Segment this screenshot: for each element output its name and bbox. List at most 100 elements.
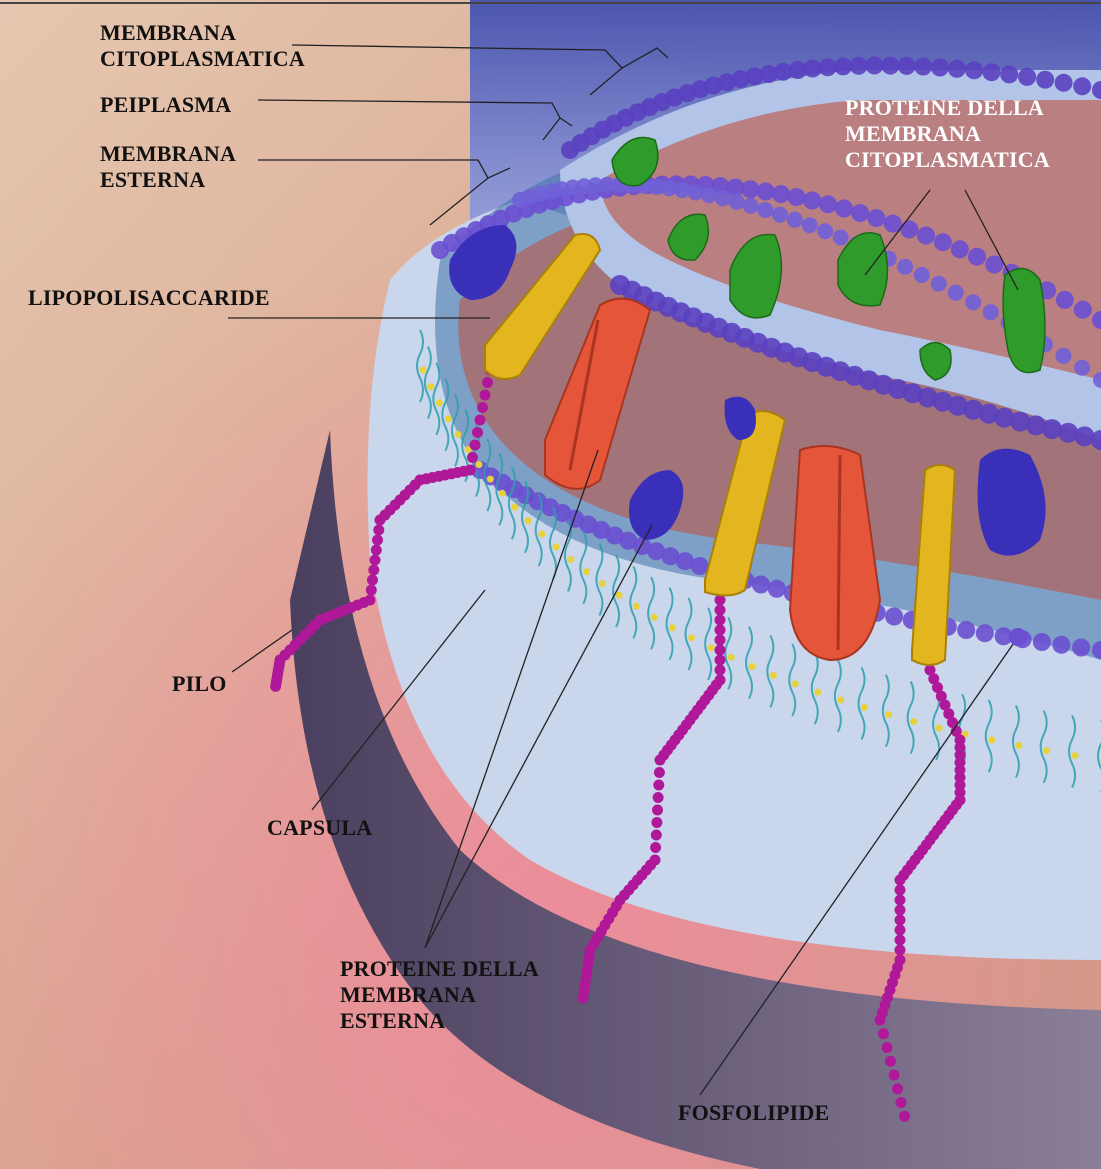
lps-sugar [524, 517, 531, 524]
pilus-bead [370, 555, 381, 566]
phospholipid-head [951, 240, 969, 258]
pilus-bead [653, 792, 664, 803]
pilus-bead [895, 895, 906, 906]
phospholipid-head [931, 59, 949, 77]
phospholipid-head [802, 217, 818, 233]
pilus-bead [895, 875, 906, 886]
lps-sugar [1072, 752, 1079, 759]
lps-sugar [885, 711, 892, 718]
pilus-bead [375, 515, 386, 526]
lps-sugar [936, 725, 943, 732]
phospholipid-head [834, 57, 852, 75]
phospholipid-head [752, 576, 770, 594]
lps-sugar [475, 461, 482, 468]
phospholipid-head [757, 183, 775, 201]
phospholipid-head [914, 267, 930, 283]
pilus-bead [715, 665, 726, 676]
pilus-bead [475, 415, 486, 426]
pilus-bead [885, 1056, 896, 1067]
lps-sugar [708, 644, 715, 651]
phospholipid-head [976, 624, 994, 642]
lps-sugar [837, 696, 844, 703]
pilus-bead [878, 1028, 889, 1039]
phospholipid-head [965, 61, 983, 79]
pilus-bead [651, 817, 662, 828]
phospholipid-head [1055, 348, 1071, 364]
lps-sugar [814, 689, 821, 696]
phospholipid-head [817, 223, 833, 239]
lps-sugar [445, 415, 452, 422]
lps-sugar [749, 663, 756, 670]
lps-sugar [454, 431, 461, 438]
phospholipid-head [757, 202, 773, 218]
phospholipid-head [688, 185, 704, 201]
lps-sugar [1015, 742, 1022, 749]
phospholipid-head [1072, 639, 1090, 657]
lps-sugar [583, 568, 590, 575]
phospholipid-head [1056, 291, 1074, 309]
label-proteine-membrana-citoplasmatica: PROTEINE DELLA MEMBRANA CITOPLASMATICA [845, 95, 1050, 173]
pilus-bead [715, 635, 726, 646]
phospholipid-head [1033, 633, 1051, 651]
pilus-bead [895, 945, 906, 956]
phospholipid-head [787, 212, 803, 228]
label-membrana-citoplasmatica: MEMBRANA CITOPLASMATICA [100, 20, 305, 72]
lps-sugar [861, 704, 868, 711]
pilus-bead [373, 525, 384, 536]
phospholipid-head [1055, 74, 1073, 92]
lps-sugar [651, 614, 658, 621]
pilus-bead [889, 1070, 900, 1081]
pilus-bead [892, 1083, 903, 1094]
phospholipid-head [1000, 65, 1018, 83]
phospholipid-head [867, 209, 885, 227]
pilus-bead [895, 905, 906, 916]
pilus-bead [472, 427, 483, 438]
pilus-bead [578, 993, 589, 1004]
phospholipid-head [968, 248, 986, 266]
lps-sugar [499, 490, 506, 497]
phospholipid-head [851, 204, 869, 222]
phospholipid-head [788, 188, 806, 206]
phospholipid-head [835, 200, 853, 218]
pilus-bead [651, 830, 662, 841]
pilus-bead [470, 440, 481, 451]
pilus-bead [482, 377, 493, 388]
lps-sugar [633, 603, 640, 610]
phospholipid-head [897, 259, 913, 275]
phospholipid-head [1036, 71, 1054, 89]
lps-sugar [792, 680, 799, 687]
phospholipid-head [957, 621, 975, 639]
phospholipid-head [914, 58, 932, 76]
porin-2-groove [838, 455, 840, 650]
lps-sugar [599, 580, 606, 587]
phospholipid-head [881, 57, 899, 75]
phospholipid-head [1074, 360, 1090, 376]
pilus-bead [367, 575, 378, 586]
lps-sugar [988, 737, 995, 744]
lps-sugar [420, 367, 427, 374]
lps-sugar [567, 556, 574, 563]
pilus-bead [882, 1042, 893, 1053]
label-membrana-esterna: MEMBRANA ESTERNA [100, 141, 236, 193]
pilus-bead [366, 585, 377, 596]
phospholipid-head-highlight [1009, 628, 1027, 646]
pilus-bead [650, 842, 661, 853]
phospholipid-head [819, 58, 837, 76]
pilus-bead [715, 615, 726, 626]
pilus-bead [653, 780, 664, 791]
pilus-bead [368, 565, 379, 576]
lps-sugar [427, 383, 434, 390]
phospholipid-head [772, 207, 788, 223]
pilus-bead [715, 605, 726, 616]
phospholipid-head [674, 182, 690, 198]
phospholipid-head [1074, 301, 1092, 319]
pilus-bead [715, 645, 726, 656]
phospholipid-head [885, 608, 903, 626]
phospholipid-head [948, 285, 964, 301]
lps-sugar [436, 399, 443, 406]
pilus-bead [654, 767, 665, 778]
pilus-bead [371, 545, 382, 556]
pilus-bead [467, 452, 478, 463]
pilus-bead [652, 805, 663, 816]
